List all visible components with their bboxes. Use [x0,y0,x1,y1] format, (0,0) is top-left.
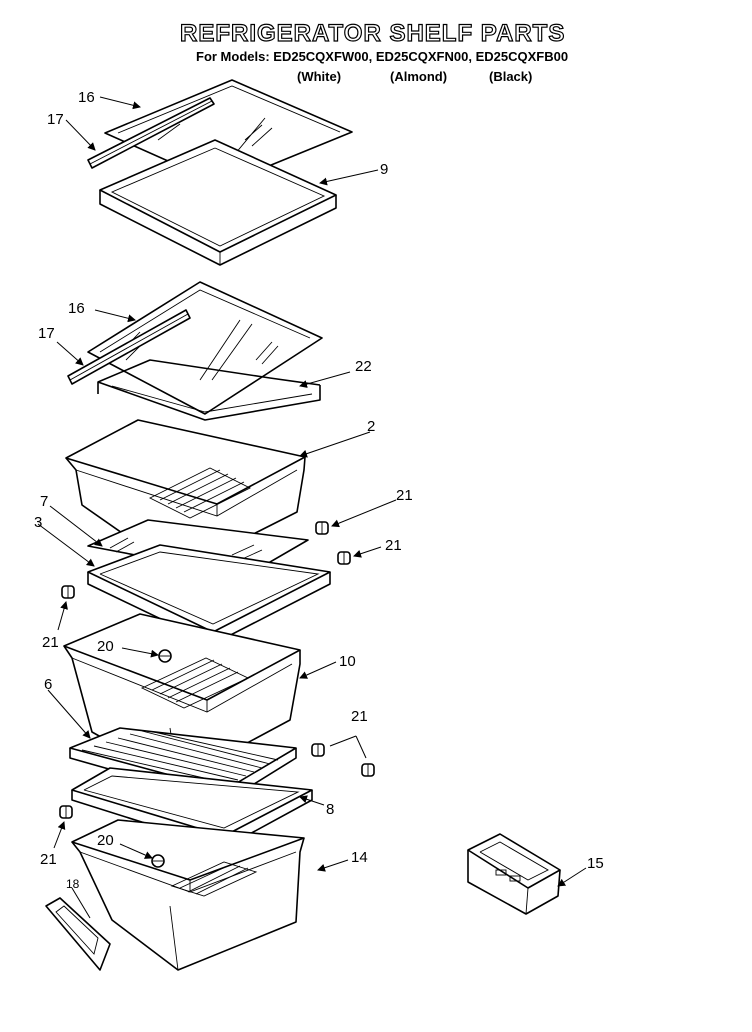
callout-16-lower: 16 [68,300,85,317]
callout-21-c: 21 [42,634,59,651]
variant-black: (Black) [489,69,533,84]
callout-10: 10 [339,653,356,670]
part-15-door-bin [467,833,561,915]
callout-8: 8 [326,801,334,818]
part-21-clip-a [315,521,329,535]
callout-9: 9 [380,161,388,178]
callout-16-upper: 16 [78,89,95,106]
part-18-label [45,897,111,971]
callout-17-lower: 17 [38,325,55,342]
callout-14: 14 [351,849,368,866]
part-21-clip-f [59,805,73,819]
part-20-clip-a [158,649,172,663]
callout-7: 7 [40,493,48,510]
part-21-clip-e [361,763,375,777]
variant-white: (White) [297,69,342,84]
part-21-clip-b [337,551,351,565]
callout-17-upper: 17 [47,111,64,128]
callout-15: 15 [587,855,604,872]
part-14-bottom-drawer [71,819,305,971]
part-9-shelf-frame [99,139,337,266]
part-10-meat-drawer [63,613,301,781]
models-line: For Models: ED25CQXFW00, ED25CQXFN00, ED… [196,49,569,64]
callout-3: 3 [34,514,42,531]
callout-6: 6 [44,676,52,693]
callout-21-e: 21 [40,851,57,868]
part-17-trim-lower [67,309,191,385]
part-21-clip-c [61,585,75,599]
part-20-clip-b [151,854,165,868]
callout-18: 18 [66,877,80,891]
callout-20-b: 20 [97,832,114,849]
callout-21-d: 21 [351,708,368,725]
callout-21-b: 21 [385,537,402,554]
callout-21-a: 21 [396,487,413,504]
diagram-title: REFRIGERATOR SHELF PARTS [179,19,566,47]
part-17-trim-upper [87,97,215,169]
variant-almond: (Almond) [390,69,448,84]
part-22-shelf-frame [97,359,321,421]
callout-22: 22 [355,358,372,375]
callout-2: 2 [367,418,375,435]
part-21-clip-d [311,743,325,757]
callout-20-a: 20 [97,638,114,655]
